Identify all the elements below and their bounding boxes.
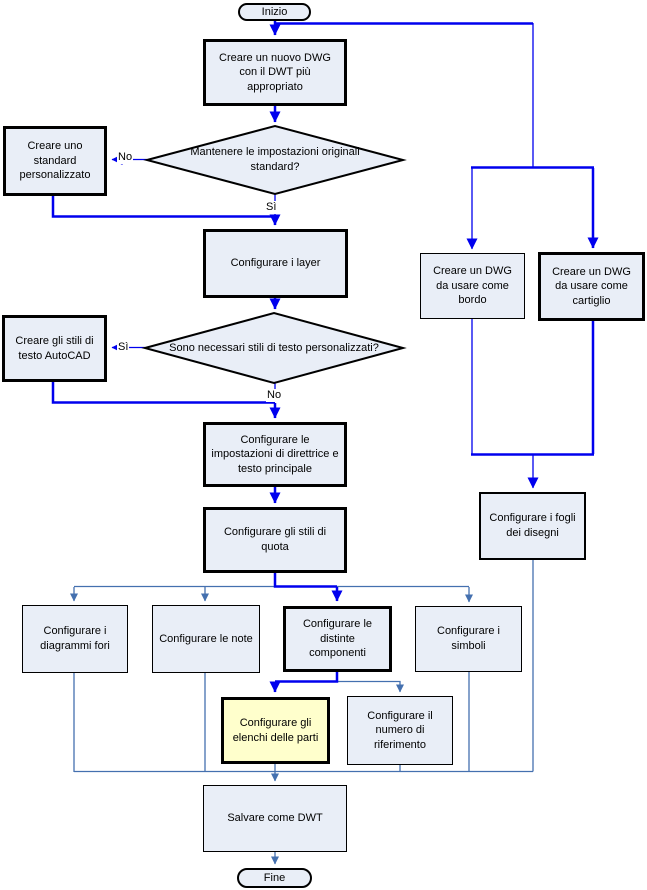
edge-label-stili-no: No — [266, 389, 283, 402]
process-elenchi-highlighted: Configurare gli elenchi delle parti — [221, 697, 330, 764]
process-quota-label: Configurare gli stili di quota — [223, 526, 327, 553]
terminator-inizio: Inizio — [238, 3, 311, 21]
process-cartiglio: Creare un DWG da usare come cartiglio — [538, 252, 645, 321]
process-stili-testo-label: Creare gli stili di testo AutoCAD — [15, 334, 94, 362]
edge-label-stili-si: Sì — [117, 341, 130, 354]
main-connectors — [51, 21, 599, 693]
process-fori: Configurare i diagrammi fori — [22, 605, 128, 673]
decision-mantenere: Mantenere le impostazioni originali stan… — [170, 138, 380, 182]
terminator-inizio-label: Inizio — [261, 5, 288, 18]
process-layer-label: Configurare i layer — [230, 257, 321, 270]
terminator-fine-label: Fine — [263, 871, 286, 884]
edge-quota-main-elbow — [273, 573, 337, 588]
terminator-fine: Fine — [237, 868, 312, 888]
process-standard: Creare uno standard personalizzato — [3, 126, 107, 196]
decision-stili-shape — [141, 311, 407, 385]
process-layer: Configurare i layer — [203, 229, 348, 298]
process-bordo-label: Creare un DWG da usare come bordo — [433, 265, 512, 307]
edge-distinte-elbow — [275, 672, 339, 683]
process-stili-testo: Creare gli stili di testo AutoCAD — [2, 315, 107, 382]
edge-standard-elbow — [51, 196, 275, 218]
edge-label-mantenere-si: Sì — [265, 201, 278, 214]
process-fogli: Configurare i fogli dei disegni — [479, 492, 586, 560]
process-creare-dwg: Creare un nuovo DWG con il DWT più appro… — [203, 39, 347, 106]
process-numero: Configurare il numero di riferimento — [347, 696, 453, 765]
process-distinte-label: Configurare le distinte componenti — [302, 618, 373, 660]
edge-distinte-numero — [337, 680, 404, 693]
process-salvare-label: Salvare come DWT — [227, 812, 323, 825]
process-note: Configurare le note — [152, 605, 260, 673]
process-quota: Configurare gli stili di quota — [203, 507, 347, 573]
process-salvare: Salvare come DWT — [203, 785, 347, 852]
process-note-label: Configurare le note — [159, 632, 253, 645]
process-fogli-label: Configurare i fogli dei disegni — [489, 512, 576, 539]
decision-mantenere-shape — [143, 124, 407, 196]
process-cartiglio-label: Creare un DWG da usare come cartiglio — [552, 265, 631, 307]
edge-label-mantenere-no: No — [117, 151, 134, 164]
process-numero-label: Configurare il numero di riferimento — [367, 709, 433, 751]
process-simboli: Configurare i simboli — [415, 606, 522, 672]
process-elenchi-label: Configurare gli elenchi delle parti — [232, 716, 319, 744]
process-direttrice-label: Configurare le impostazioni di direttric… — [211, 433, 339, 475]
process-standard-label: Creare uno standard personalizzato — [19, 140, 91, 182]
decision-stili: Sono necessari stili di testo personaliz… — [168, 326, 380, 370]
process-direttrice: Configurare le impostazioni di direttric… — [203, 422, 347, 487]
edge-testo-elbow — [51, 382, 275, 404]
decision-stili-label: Sono necessari stili di testo personaliz… — [169, 341, 379, 354]
process-fori-label: Configurare i diagrammi fori — [40, 625, 110, 652]
decision-mantenere-label: Mantenere le impostazioni originali stan… — [190, 146, 360, 173]
secondary-connectors — [70, 560, 534, 865]
process-bordo: Creare un DWG da usare come bordo — [420, 253, 525, 319]
process-creare-dwg-label: Creare un nuovo DWG con il DWT più appro… — [219, 51, 331, 93]
process-simboli-label: Configurare i simboli — [437, 625, 500, 652]
process-distinte: Configurare le distinte componenti — [283, 606, 392, 672]
